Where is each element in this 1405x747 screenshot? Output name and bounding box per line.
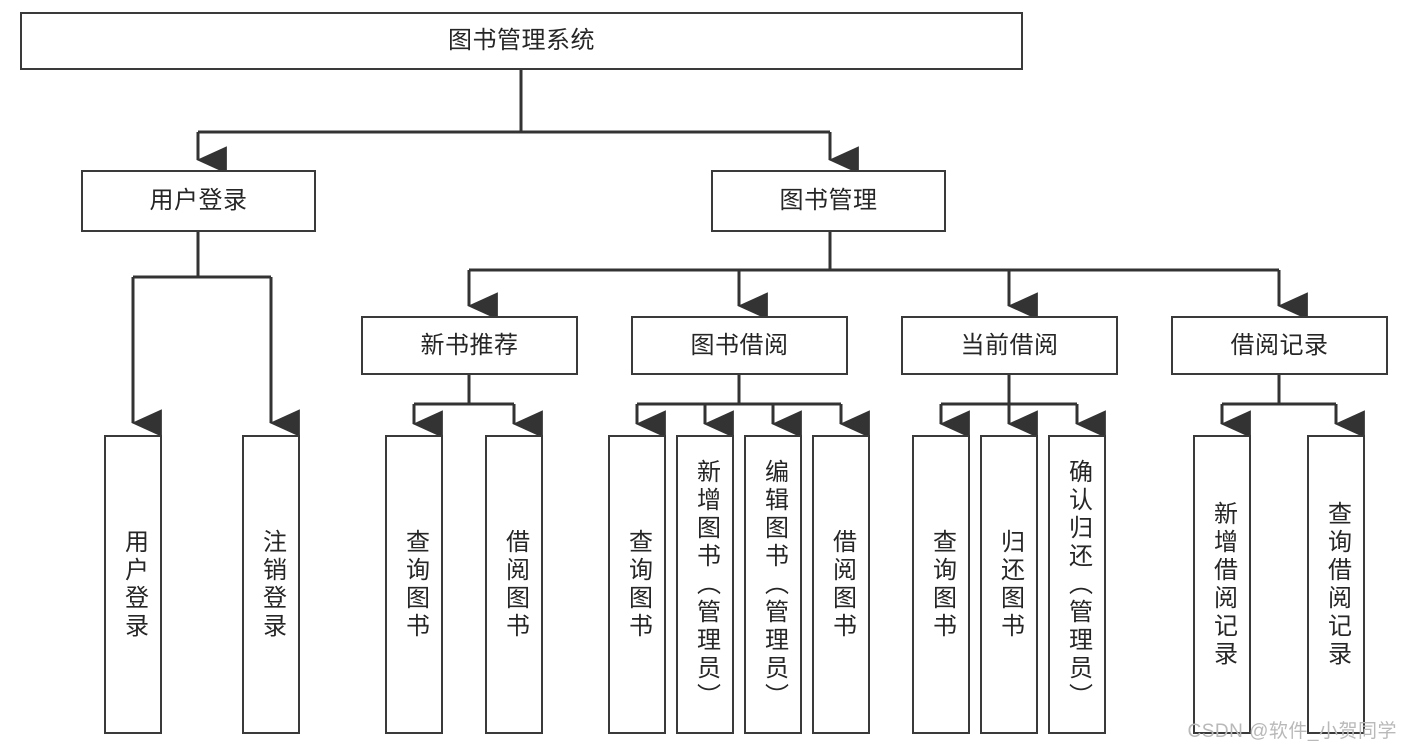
node-leaf-add-borrow-record[interactable]: 新增借阅记录	[1193, 435, 1251, 734]
node-leaf-edit-book-label: 编辑图书（管理员）	[760, 458, 788, 711]
node-leaf-return-book[interactable]: 归还图书	[980, 435, 1038, 734]
node-borrow-record-label: 借阅记录	[1230, 331, 1329, 359]
node-leaf-borrow-book-2[interactable]: 借阅图书	[812, 435, 870, 734]
node-book-management-label: 图书管理	[779, 187, 878, 215]
node-leaf-edit-book[interactable]: 编辑图书（管理员）	[744, 435, 802, 734]
node-leaf-query-book-1-label: 查询图书	[401, 528, 429, 641]
node-user-login[interactable]: 用户登录	[81, 170, 316, 232]
node-leaf-confirm-return-label: 确认归还（管理员）	[1064, 458, 1092, 711]
node-leaf-query-book-2-label: 查询图书	[624, 528, 652, 641]
node-new-book-recommend[interactable]: 新书推荐	[361, 316, 578, 375]
node-current-borrow-label: 当前借阅	[960, 331, 1059, 359]
node-book-borrow-label: 图书借阅	[690, 331, 789, 359]
node-leaf-confirm-return[interactable]: 确认归还（管理员）	[1048, 435, 1106, 734]
node-root[interactable]: 图书管理系统	[20, 12, 1023, 70]
node-leaf-user-login[interactable]: 用户登录	[104, 435, 162, 734]
node-leaf-user-login-label: 用户登录	[120, 528, 148, 641]
node-leaf-add-borrow-record-label: 新增借阅记录	[1209, 500, 1237, 669]
node-leaf-query-book-3-label: 查询图书	[928, 528, 956, 641]
node-leaf-query-borrow-record[interactable]: 查询借阅记录	[1307, 435, 1365, 734]
node-user-login-label: 用户登录	[149, 187, 248, 215]
node-book-borrow[interactable]: 图书借阅	[631, 316, 848, 375]
node-leaf-query-borrow-record-label: 查询借阅记录	[1323, 500, 1351, 669]
watermark: CSDN @软件_小贺同学	[1187, 721, 1397, 742]
node-borrow-record[interactable]: 借阅记录	[1171, 316, 1388, 375]
node-leaf-borrow-book-1[interactable]: 借阅图书	[485, 435, 543, 734]
node-leaf-add-book-label: 新增图书（管理员）	[692, 458, 720, 711]
node-root-label: 图书管理系统	[448, 27, 595, 55]
node-current-borrow[interactable]: 当前借阅	[901, 316, 1118, 375]
node-new-book-recommend-label: 新书推荐	[420, 331, 519, 359]
node-leaf-return-book-label: 归还图书	[996, 528, 1024, 641]
node-leaf-query-book-1[interactable]: 查询图书	[385, 435, 443, 734]
node-leaf-query-book-2[interactable]: 查询图书	[608, 435, 666, 734]
node-leaf-query-book-3[interactable]: 查询图书	[912, 435, 970, 734]
node-leaf-logout-login[interactable]: 注销登录	[242, 435, 300, 734]
node-leaf-borrow-book-1-label: 借阅图书	[501, 528, 529, 641]
node-leaf-add-book[interactable]: 新增图书（管理员）	[676, 435, 734, 734]
node-leaf-borrow-book-2-label: 借阅图书	[828, 528, 856, 641]
node-leaf-logout-login-label: 注销登录	[258, 528, 286, 641]
node-book-management[interactable]: 图书管理	[711, 170, 946, 232]
